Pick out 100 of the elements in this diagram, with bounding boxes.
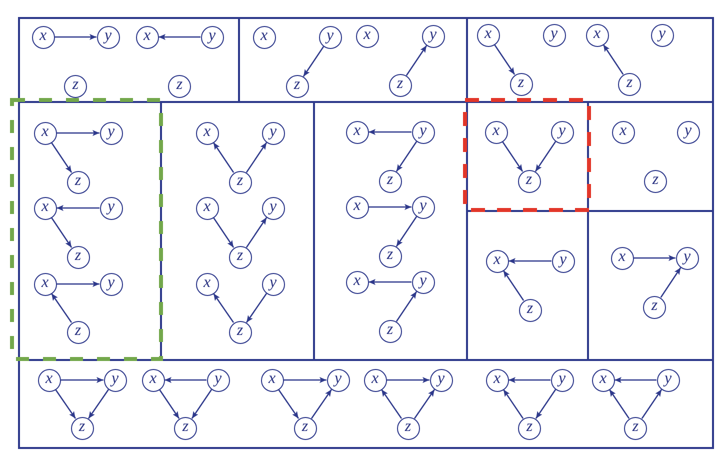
arrow	[212, 293, 234, 323]
variable-letter: z	[386, 172, 394, 188]
arrow	[368, 204, 412, 210]
arrow	[508, 377, 550, 383]
arrow	[368, 279, 412, 285]
arrow	[88, 389, 110, 419]
variable-letter: y	[208, 28, 216, 44]
variable-letter: y	[558, 123, 566, 139]
variable-letter: z	[74, 323, 82, 339]
variable-letter: y	[664, 371, 672, 387]
variable-letter: x	[493, 371, 501, 387]
variable-letter: y	[419, 273, 427, 289]
variable-letter: z	[526, 419, 533, 435]
arrow	[164, 377, 206, 383]
variable-letter: z	[404, 419, 412, 435]
variable-letter: y	[111, 371, 119, 387]
arrow	[278, 389, 300, 419]
arrow	[614, 377, 656, 383]
variable-letter: z	[651, 298, 658, 314]
variable-letter: y	[107, 199, 115, 215]
arrow	[246, 293, 268, 323]
variable-letter: x	[203, 275, 211, 291]
variable-letter: y	[107, 275, 115, 291]
arrow	[660, 267, 682, 298]
variable-letter: y	[104, 28, 112, 44]
variable-letter: y	[326, 28, 334, 44]
arrow	[406, 45, 428, 76]
variable-letter: x	[260, 28, 268, 44]
arrow	[56, 281, 100, 287]
arrow	[534, 141, 556, 172]
variable-letter: z	[78, 419, 86, 435]
variable-letter: z	[386, 322, 394, 338]
arrow	[414, 389, 436, 419]
variable-letter: x	[593, 26, 601, 42]
arrow	[396, 291, 418, 322]
variable-letter: y	[683, 249, 691, 265]
variable-letter: x	[493, 252, 501, 268]
arrow	[50, 217, 72, 248]
variable-letter: z	[294, 77, 300, 93]
variable-letter: y	[558, 371, 566, 387]
variable-letter: z	[386, 247, 394, 263]
arrow	[634, 255, 676, 261]
arrow	[246, 142, 268, 173]
arrow	[396, 216, 418, 247]
variable-letter: z	[236, 173, 244, 189]
variable-letter: x	[492, 123, 500, 139]
arrow	[50, 293, 72, 323]
arrow	[310, 389, 332, 419]
variable-letter: y	[419, 123, 427, 139]
arrow	[368, 129, 412, 135]
variable-letter: y	[684, 123, 692, 139]
arrow	[158, 34, 200, 40]
variable-letter: z	[74, 173, 82, 189]
arrow	[56, 205, 100, 211]
variable-letter: y	[559, 252, 567, 268]
variable-letter: x	[353, 198, 361, 214]
arrow	[158, 389, 180, 419]
variable-letter: y	[550, 26, 558, 42]
graph-panel	[18, 359, 714, 449]
variable-letter: y	[429, 27, 437, 43]
arrow	[396, 141, 418, 172]
variable-letter: z	[74, 248, 82, 264]
variable-letter: x	[619, 123, 627, 139]
variable-letter: z	[302, 419, 308, 435]
variable-letter: x	[45, 371, 53, 387]
arrow	[502, 270, 524, 301]
variable-letter: x	[41, 275, 49, 291]
arrow	[60, 377, 104, 383]
variable-letter: z	[526, 301, 534, 317]
arrow	[502, 141, 524, 172]
arrow	[284, 377, 326, 383]
arrow	[54, 34, 96, 40]
arrow	[191, 389, 212, 419]
variable-letter: y	[334, 371, 342, 387]
variable-letter: y	[658, 26, 666, 42]
variable-letter: x	[203, 199, 211, 215]
variable-letter: z	[396, 76, 404, 92]
variable-letter: x	[41, 124, 49, 140]
arrow	[50, 142, 72, 173]
arrow	[246, 217, 268, 248]
variable-letter: z	[652, 172, 659, 188]
arrow	[641, 389, 662, 419]
arrow	[386, 377, 430, 383]
arrow	[212, 142, 234, 173]
variable-letter: y	[107, 124, 115, 140]
variable-letter: x	[149, 371, 157, 387]
arrow	[494, 44, 516, 75]
variable-letter: x	[618, 249, 626, 265]
variable-letter: x	[203, 124, 211, 140]
variable-letter: z	[182, 419, 189, 435]
variable-letter: z	[526, 172, 532, 188]
variable-letter: x	[353, 273, 361, 289]
variable-letter: z	[236, 323, 244, 339]
variable-letter: z	[236, 248, 244, 264]
variable-letter: z	[632, 419, 639, 435]
variable-letter: x	[363, 27, 371, 43]
arrow	[54, 389, 76, 419]
variable-letter: x	[268, 371, 276, 387]
arrow	[380, 389, 402, 419]
arrow	[212, 217, 234, 248]
